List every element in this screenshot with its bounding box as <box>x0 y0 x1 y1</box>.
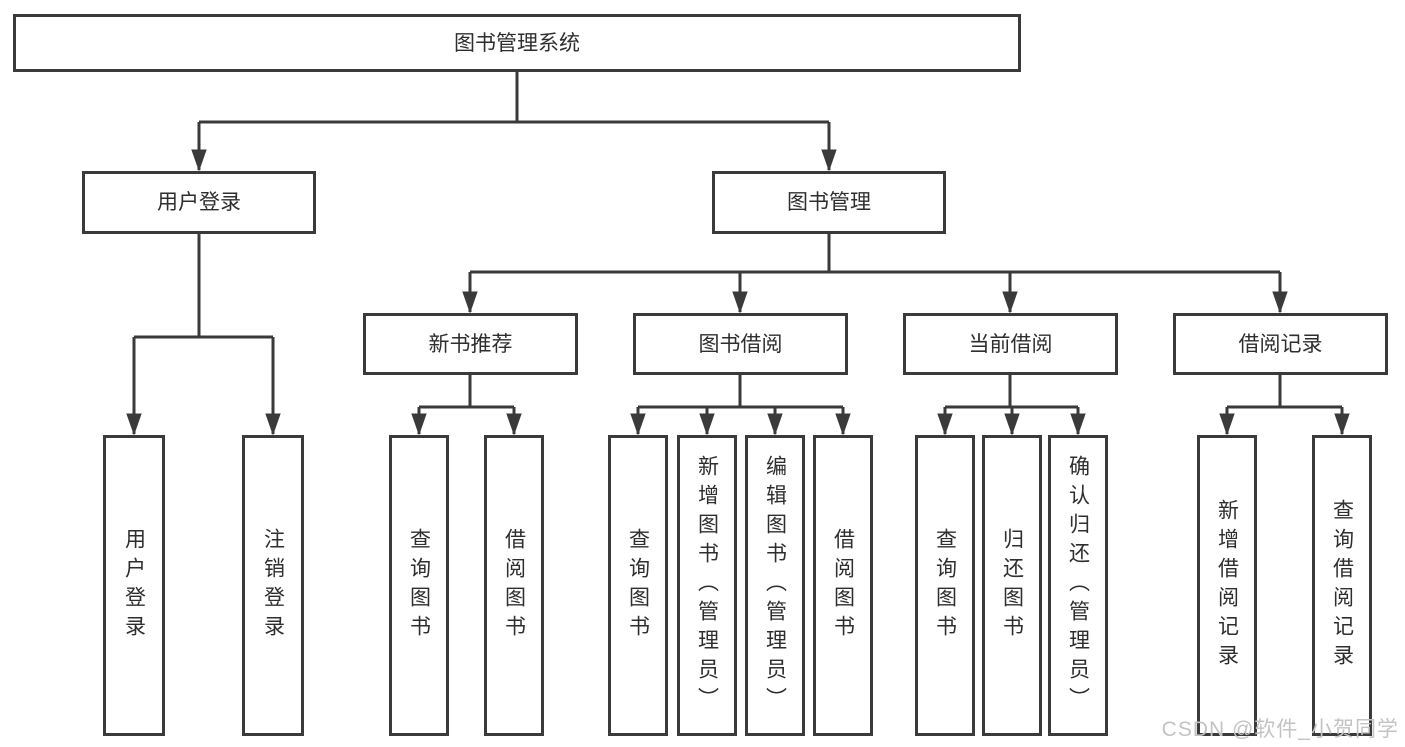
node-root: 图书管理系统 <box>13 14 1021 72</box>
node-user-login: 用户登录 <box>82 171 316 234</box>
leaf-newbook-query: 查询图书 <box>389 435 449 736</box>
node-new-book-recommend-label: 新书推荐 <box>428 332 513 356</box>
leaf-borrow-add-label: 新增图书（管理员） <box>695 455 719 716</box>
node-new-book-recommend: 新书推荐 <box>363 313 578 375</box>
leaf-newbook-query-label: 查询图书 <box>407 527 431 644</box>
leaf-borrow-edit: 编辑图书（管理员） <box>745 435 805 736</box>
node-book-borrow: 图书借阅 <box>633 313 848 375</box>
leaf-borrow-query: 查询图书 <box>608 435 668 736</box>
connector-record-trunk <box>1227 375 1342 409</box>
node-current-borrow-label: 当前借阅 <box>968 332 1053 356</box>
leaf-newbook-borrow-label: 借阅图书 <box>502 527 526 644</box>
connector-newbook-trunk <box>419 375 514 409</box>
leaf-user-login: 用户登录 <box>103 435 165 736</box>
leaf-current-return-label: 归还图书 <box>1000 527 1024 644</box>
connector-management-trunk <box>470 234 1280 274</box>
leaf-borrow-borrow: 借阅图书 <box>813 435 873 736</box>
node-current-borrow: 当前借阅 <box>903 313 1118 375</box>
leaf-borrow-query-label: 查询图书 <box>626 527 650 644</box>
leaf-user-login-label: 用户登录 <box>122 527 146 644</box>
leaf-current-query: 查询图书 <box>915 435 975 736</box>
leaf-current-return: 归还图书 <box>982 435 1042 736</box>
node-book-management: 图书管理 <box>712 171 946 234</box>
connector-root-trunk <box>199 72 829 124</box>
csdn-watermark: CSDN @软件_小贺同学 <box>1161 718 1399 741</box>
node-book-management-label: 图书管理 <box>787 191 871 214</box>
node-book-borrow-label: 图书借阅 <box>698 332 783 356</box>
leaf-borrow-add: 新增图书（管理员） <box>677 435 737 736</box>
leaf-newbook-borrow: 借阅图书 <box>484 435 544 736</box>
leaf-borrow-edit-label: 编辑图书（管理员） <box>763 455 787 716</box>
leaf-borrow-borrow-label: 借阅图书 <box>831 527 855 644</box>
leaf-current-confirm-label: 确认归还（管理员） <box>1066 455 1090 716</box>
leaf-current-query-label: 查询图书 <box>933 527 957 644</box>
leaf-record-add: 新增借阅记录 <box>1197 435 1257 736</box>
leaf-record-add-label: 新增借阅记录 <box>1215 498 1239 673</box>
leaf-logout: 注销登录 <box>242 435 304 736</box>
node-user-login-label: 用户登录 <box>157 191 241 214</box>
connector-current-trunk <box>945 375 1078 409</box>
node-borrow-record: 借阅记录 <box>1173 313 1388 375</box>
node-root-label: 图书管理系统 <box>454 31 580 55</box>
connector-borrow-trunk <box>638 375 843 409</box>
node-borrow-record-label: 借阅记录 <box>1238 332 1323 356</box>
leaf-logout-label: 注销登录 <box>261 527 285 644</box>
leaf-record-query-label: 查询借阅记录 <box>1330 498 1354 673</box>
connector-login-trunk <box>134 234 273 339</box>
leaf-current-confirm: 确认归还（管理员） <box>1048 435 1108 736</box>
leaf-record-query: 查询借阅记录 <box>1312 435 1372 736</box>
